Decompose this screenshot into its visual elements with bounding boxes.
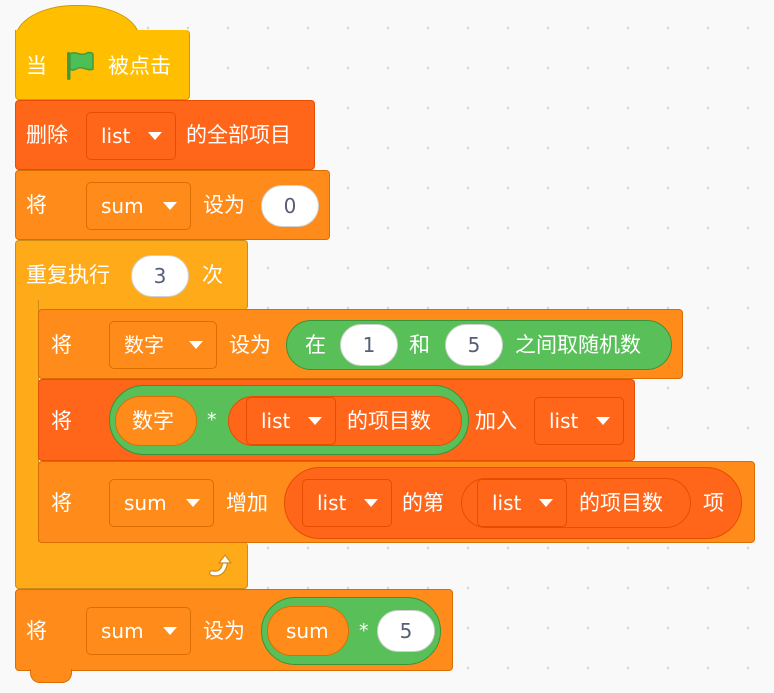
green-flag-icon — [67, 51, 94, 80]
dropdown-arrow-icon — [308, 417, 322, 425]
sum-variable-label: sum — [286, 619, 329, 643]
length-of-list-label: 的项目数 — [347, 409, 431, 433]
number-variable-reporter[interactable]: 数字 — [115, 396, 197, 446]
when-flag-clicked-block[interactable]: 当 被点击 — [15, 30, 190, 100]
length-of-list-label: 的项目数 — [579, 491, 663, 515]
pick-random-suffix-label: 之间取随机数 — [515, 333, 641, 357]
multiply-operator-label: * — [359, 620, 369, 642]
dropdown-arrow-icon — [148, 132, 162, 140]
pick-random-from-label: 在 — [305, 333, 326, 357]
dropdown-arrow-icon — [364, 499, 378, 507]
repeat-count-input[interactable]: 3 — [131, 255, 189, 297]
item-of-label: 的第 — [402, 491, 444, 515]
value-input[interactable]: 0 — [261, 185, 319, 227]
set-label: 将 — [26, 193, 47, 217]
item-suffix-label: 项 — [703, 491, 724, 515]
list-dropdown[interactable]: list — [477, 479, 567, 527]
dropdown-arrow-icon — [539, 499, 553, 507]
times-label: 次 — [202, 263, 223, 287]
set-sum-final-block[interactable]: 将 sum 设为 sum * 5 — [15, 589, 453, 671]
delete-label: 删除 — [26, 123, 68, 147]
list-dropdown-value: list — [101, 124, 131, 148]
list-dropdown[interactable]: list — [246, 397, 336, 445]
variable-dropdown[interactable]: 数字 — [109, 321, 217, 369]
list-dropdown[interactable]: list — [86, 112, 176, 160]
list-dropdown-value: list — [261, 409, 291, 433]
dropdown-arrow-icon — [189, 341, 203, 349]
set-label: 将 — [51, 333, 72, 357]
variable-dropdown-value: sum — [124, 491, 167, 515]
multiply-value-input[interactable]: 5 — [377, 610, 435, 652]
change-label: 将 — [51, 491, 72, 515]
set-sum-block[interactable]: 将 sum 设为 0 — [15, 170, 330, 240]
list-dropdown-value: list — [317, 491, 347, 515]
list-length-reporter[interactable]: list 的项目数 — [461, 478, 691, 528]
list-dropdown[interactable]: list — [302, 479, 392, 527]
list-length-reporter[interactable]: list 的项目数 — [228, 396, 462, 446]
variable-dropdown-value: sum — [101, 194, 144, 218]
to-label: 设为 — [203, 619, 245, 643]
set-number-block[interactable]: 将 数字 设为 在 1 和 5 之间取随机数 — [38, 309, 683, 379]
loop-arrow-icon — [209, 554, 232, 577]
number-variable-label: 数字 — [132, 409, 174, 433]
multiply-operator-label: * — [207, 409, 217, 431]
variable-dropdown[interactable]: sum — [109, 479, 214, 527]
random-from-input[interactable]: 1 — [340, 324, 398, 366]
to-label: 设为 — [229, 333, 271, 357]
random-to-input[interactable]: 5 — [445, 324, 503, 366]
variable-dropdown[interactable]: sum — [86, 182, 191, 230]
by-label: 增加 — [226, 491, 268, 515]
to-label: 设为 — [203, 193, 245, 217]
set-sum-final-notch — [30, 669, 72, 683]
set-label: 将 — [26, 619, 47, 643]
repeat-block-top[interactable]: 重复执行 3 次 — [15, 240, 248, 310]
dropdown-arrow-icon — [596, 417, 610, 425]
all-items-label: 的全部项目 — [186, 123, 291, 147]
multiply-reporter[interactable]: sum * 5 — [261, 597, 441, 665]
variable-dropdown-value: 数字 — [124, 333, 164, 357]
clicked-label: 被点击 — [108, 54, 171, 78]
list-dropdown-value: list — [549, 409, 579, 433]
multiply-reporter[interactable]: 数字 * list 的项目数 — [109, 385, 469, 455]
dropdown-arrow-icon — [163, 627, 177, 635]
add-to-label: 加入 — [475, 409, 517, 433]
add-to-list-block[interactable]: 将 数字 * list 的项目数 加入 list — [38, 379, 635, 461]
repeat-block-arm — [15, 300, 39, 560]
repeat-label: 重复执行 — [26, 263, 110, 287]
add-label: 将 — [51, 409, 72, 433]
dropdown-arrow-icon — [163, 202, 177, 210]
list-dropdown[interactable]: list — [534, 397, 624, 445]
delete-all-of-list-block[interactable]: 删除 list 的全部项目 — [15, 100, 315, 170]
repeat-block-bottom[interactable] — [15, 542, 248, 589]
pick-random-reporter[interactable]: 在 1 和 5 之间取随机数 — [286, 320, 672, 370]
item-of-list-reporter[interactable]: list 的第 list 的项目数 项 — [284, 467, 742, 539]
and-label: 和 — [409, 333, 430, 357]
change-sum-block[interactable]: 将 sum 增加 list 的第 list 的项目数 项 — [38, 461, 755, 543]
when-label: 当 — [26, 54, 47, 78]
dropdown-arrow-icon — [186, 499, 200, 507]
variable-dropdown[interactable]: sum — [86, 607, 191, 655]
variable-dropdown-value: sum — [101, 619, 144, 643]
list-dropdown-value: list — [492, 491, 522, 515]
sum-variable-reporter[interactable]: sum — [267, 606, 349, 656]
